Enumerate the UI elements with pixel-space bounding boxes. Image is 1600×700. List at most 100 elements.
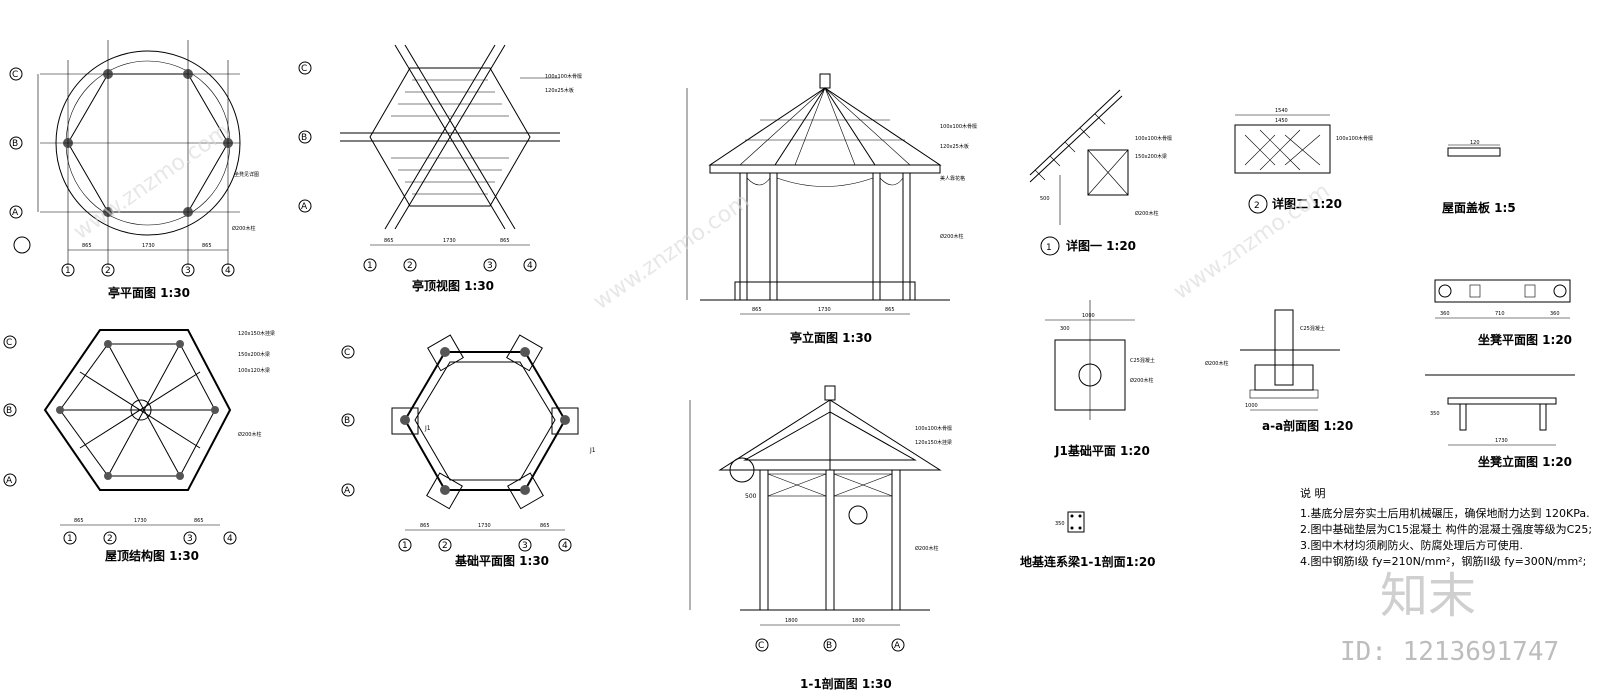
axis-4: 4 <box>225 266 231 276</box>
roof-dim-865: 865 <box>384 238 394 244</box>
plan-title: 亭平面图 1:30 <box>108 285 190 300</box>
label-pillar: Ø200木柱 <box>232 225 255 232</box>
rs-dim-865: 865 <box>74 518 84 524</box>
d1-label-pillar: Ø200木柱 <box>1135 210 1158 217</box>
section-title: 1-1剖面图 1:30 <box>800 676 892 691</box>
roof-cap-title: 屋面盖板 1:5 <box>1442 200 1516 215</box>
note-1: 1.基底分层夯实土后用机械碾压，确保地耐力达到 120KPa. <box>1300 506 1590 520</box>
se-dim-1730: 1730 <box>1495 438 1508 444</box>
seat-plan-title: 坐凳平面图 1:20 <box>1478 332 1572 347</box>
fp-axis-2: 2 <box>442 541 448 551</box>
svg-text:1: 1 <box>1046 243 1052 253</box>
dim-865: 865 <box>82 243 92 249</box>
sec-axis-A: A <box>894 641 901 651</box>
elevation-title: 亭立面图 1:30 <box>790 330 872 345</box>
rs-label-pillar: Ø200木柱 <box>238 431 261 438</box>
j1-label-concrete: C25混凝土 <box>1130 357 1155 364</box>
el-label-board: 120x25木板 <box>940 143 969 150</box>
fp-dim-865b: 865 <box>540 523 550 529</box>
fp-dim-865: 865 <box>420 523 430 529</box>
sp-dim-360: 360 <box>1440 311 1450 317</box>
sec-label-purlin: 100x100木骨檩 <box>915 425 952 432</box>
j1-foundation: 1000 300 C25混凝土 Ø200木柱 J1基础平面 1:20 <box>1045 300 1155 458</box>
rs-axis-A: A <box>6 476 13 486</box>
fp-label-j1b: J1 <box>589 447 596 454</box>
rv-axis-B: B <box>301 133 307 143</box>
beam-dim-350: 350 <box>1055 521 1065 527</box>
fp-axis-4: 4 <box>562 541 568 551</box>
rs-axis-C: C <box>6 338 12 348</box>
pavilion-plan: 865 1730 865 坐凳见详图 Ø200木柱 1 2 3 4 C B A … <box>9 40 259 300</box>
sec-dim-1800: 1800 <box>785 618 798 624</box>
rs-label-beam3: 100x120木梁 <box>238 367 270 374</box>
roof-cap: 120 屋面盖板 1:5 <box>1442 140 1516 215</box>
svg-text:2: 2 <box>1254 201 1260 211</box>
rs-label-beam1: 120x150木挂梁 <box>238 330 275 337</box>
fp-axis-1: 1 <box>402 541 408 551</box>
roof-dim-865b: 865 <box>500 238 510 244</box>
el-label-fence: 美人靠花格 <box>940 175 965 182</box>
detail-2: 1540 1450 100x100木骨檩 2 详图二 1:20 <box>1234 108 1373 214</box>
sp-dim-710: 710 <box>1495 311 1505 317</box>
rs-label-beam2: 150x200木梁 <box>238 351 270 358</box>
foundation-plan-title: 基础平面图 1:30 <box>454 553 549 568</box>
rv-axis-A: A <box>301 202 308 212</box>
fp-axis-A: A <box>344 486 351 496</box>
seat-plan: 360 710 360 坐凳平面图 1:20 <box>1434 279 1572 347</box>
beam-section: 350 地基连系梁1-1剖面1:20 <box>1020 511 1156 569</box>
aa-section: 1000 C25混凝土 Ø200木柱 a-a剖面图 1:20 <box>1205 309 1353 433</box>
rs-axis-2: 2 <box>107 534 113 544</box>
watermark-brand: 知末 <box>1380 568 1476 624</box>
rs-dim-865b: 865 <box>194 518 204 524</box>
detail2-title: 详图二 1:20 <box>1272 196 1342 211</box>
sec-label-beam1: 120x150木挂梁 <box>915 439 952 446</box>
fp-dim-1730: 1730 <box>478 523 491 529</box>
axis-C: C <box>12 70 18 80</box>
note-3: 3.图中木材均须刷防火、防腐处理后方可使用. <box>1300 538 1523 552</box>
roof-label-board: 120x25木板 <box>545 87 574 94</box>
el-dim-1730: 1730 <box>818 307 831 313</box>
rs-axis-4: 4 <box>227 534 233 544</box>
fp-axis-B: B <box>344 416 350 426</box>
fp-label-j1: J1 <box>424 425 431 432</box>
aa-label-pillar: Ø200木柱 <box>1205 360 1228 367</box>
d2-dim-1450: 1450 <box>1275 118 1288 124</box>
sec-axis-C: C <box>758 641 764 651</box>
roof-view-title: 亭顶视图 1:30 <box>412 278 494 293</box>
note-4: 4.图中钢筋I级 fy=210N/mm²，钢筋II级 fy=300N/mm²; <box>1300 554 1586 568</box>
sec-axis-B: B <box>826 641 832 651</box>
watermark-site-1: www.znzmo.com <box>69 119 234 245</box>
foundation-plan: J1 J1 865 1730 865 1 2 3 4 C B A 基础平面图 1… <box>341 334 596 568</box>
axis-3: 3 <box>185 266 191 276</box>
plan-axis-bubbles: 1 2 3 4 C B A <box>9 67 235 277</box>
note-2: 2.图中基础垫层为C15混凝土 构件的混凝土强度等级为C25; <box>1300 522 1592 536</box>
axis-A: A <box>12 208 19 218</box>
sec-dim-500: 500 <box>745 493 757 500</box>
notes: 说 明 1.基底分层夯实土后用机械碾压，确保地耐力达到 120KPa. 2.图中… <box>1300 486 1592 568</box>
sp-dim-360b: 360 <box>1550 311 1560 317</box>
el-dim-865b: 865 <box>885 307 895 313</box>
el-label-pillar: Ø200木柱 <box>940 233 963 240</box>
rv-axis-3: 3 <box>487 261 493 271</box>
roof-structure: 865 1730 865 120x150木挂梁 150x200木梁 100x12… <box>3 329 275 563</box>
fp-axis-3: 3 <box>522 541 528 551</box>
j1-foundation-title: J1基础平面 1:20 <box>1054 443 1150 458</box>
cap-dim-120: 120 <box>1470 140 1480 146</box>
d1-label-purlin: 100x100木骨檩 <box>1135 135 1172 142</box>
j1-label-pillar: Ø200木柱 <box>1130 377 1153 384</box>
notes-heading: 说 明 <box>1300 486 1326 500</box>
rs-axis-B: B <box>6 406 12 416</box>
rv-axis-2: 2 <box>407 261 413 271</box>
section-1-1: 500 1800 1800 100x100木骨檩 120x150木挂梁 Ø200… <box>689 385 952 691</box>
roof-dim-1730: 1730 <box>443 238 456 244</box>
rv-axis-C: C <box>301 64 307 74</box>
se-dim-350: 350 <box>1430 411 1440 417</box>
rv-axis-4: 4 <box>527 261 533 271</box>
aa-label-concrete: C25混凝土 <box>1300 325 1325 332</box>
el-dim-865: 865 <box>752 307 762 313</box>
roof-view: 865 1730 865 100x100木骨檩 120x25木板 1 2 3 4… <box>298 44 582 293</box>
pavilion-elevation: 865 1730 865 100x100木骨檩 120x25木板 美人靠花格 Ø… <box>686 73 977 345</box>
axis-2: 2 <box>105 266 111 276</box>
detail1-title: 详图一 1:20 <box>1066 238 1136 253</box>
